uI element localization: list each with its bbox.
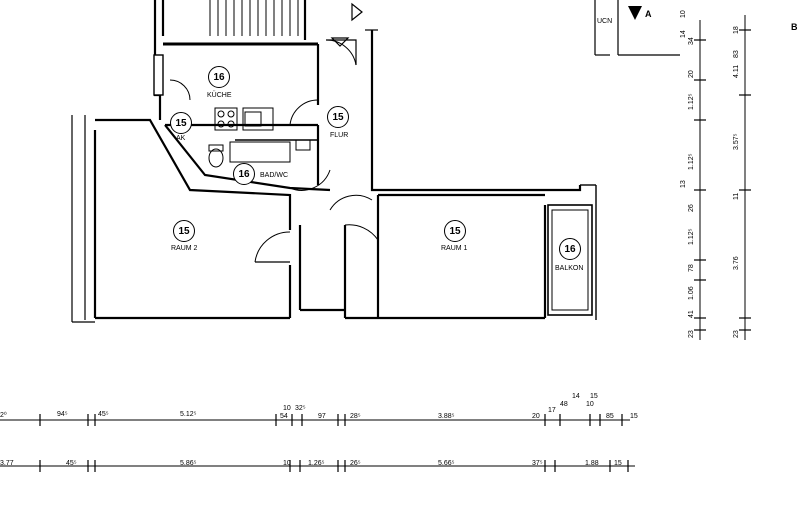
dim-r2-1: 45⁵	[66, 460, 77, 467]
vdim2-3: 3.57⁵	[733, 133, 740, 150]
vdim1-12: 10	[680, 10, 687, 18]
vdim1-7: 1.12⁵	[688, 153, 695, 170]
dim-r1-17: 15	[630, 413, 638, 420]
dim-r1-1: 94⁵	[57, 411, 68, 418]
vdim1-4: 1.12⁵	[688, 228, 695, 245]
dim-r1-3: 5.12⁵	[180, 411, 197, 418]
dim-r1-5: 54	[280, 413, 288, 420]
dim-r1-9: 3.88⁵	[438, 413, 455, 420]
dim-r1-11: 17	[548, 407, 556, 414]
room-tag-balkon: 16	[559, 238, 581, 260]
room-tag-flur: 15	[327, 106, 349, 128]
vdim2-0: 23	[733, 330, 740, 338]
room-name-bad: BAD/WC	[260, 172, 288, 179]
dim-r1-13: 14	[572, 393, 580, 400]
section-label: A	[645, 9, 652, 19]
room-tag-raum2: 15	[173, 220, 195, 242]
room-name-ak: AK	[176, 135, 186, 142]
dim-r2-0: 3.77	[0, 460, 14, 467]
dim-r1-10: 20	[532, 413, 540, 420]
dim-r1-6: 32⁵	[295, 405, 306, 412]
room-tag-raum1: 15	[444, 220, 466, 242]
dim-r1-16: 85	[606, 413, 614, 420]
vdim1-3: 78	[688, 264, 695, 272]
section-cut-right: B	[791, 22, 798, 32]
dim-r1-12: 48	[560, 401, 568, 408]
room-name-balkon: BALKON	[555, 265, 584, 272]
vdim1-10: 34	[688, 37, 695, 45]
vdim2-6: 18	[733, 26, 740, 34]
dim-r1-7: 97	[318, 413, 326, 420]
room-name-flur: FLUR	[330, 132, 349, 139]
dim-r1-4: 10	[283, 405, 291, 412]
dim-r2-4: 1.26⁵	[308, 460, 325, 467]
dim-r2-3: 10	[283, 460, 291, 467]
vdim2-2: 11	[733, 192, 740, 200]
dim-r2-8: 1.88	[585, 460, 599, 467]
room-name-kueche: KÜCHE	[207, 92, 232, 99]
vdim1-2: 1.06	[688, 286, 695, 300]
vdim1-9: 20	[688, 70, 695, 78]
room-name-raum1: RAUM 1	[441, 245, 468, 252]
dim-r1-0: 2⁰	[0, 412, 7, 419]
dim-r1-8: 28⁵	[350, 413, 361, 420]
vdim2-4: 83	[733, 50, 740, 58]
vdim1-11: 14	[680, 30, 687, 38]
vdim2-1: 3.76	[733, 256, 740, 270]
vdim2-5: 4.11	[733, 64, 740, 78]
room-tag-ak: 15	[170, 112, 192, 134]
room-tag-kueche: 16	[208, 66, 230, 88]
dim-r1-15: 10	[586, 401, 594, 408]
vdim1-6: 13	[680, 180, 687, 188]
section-label-top-left: UCN	[597, 18, 613, 25]
vdim1-0: 23	[688, 330, 695, 338]
vdim1-8: 1.12⁵	[688, 93, 695, 110]
vdim1-5: 26	[688, 204, 695, 212]
dim-r1-2: 45⁵	[98, 411, 109, 418]
dim-r2-5: 26⁵	[350, 460, 361, 467]
dim-r2-9: 15	[614, 460, 622, 467]
dim-r2-2: 5.86⁵	[180, 460, 197, 467]
room-tag-bad: 16	[233, 163, 255, 185]
dim-r2-7: 37⁵	[532, 460, 543, 467]
dim-r2-6: 5.66⁵	[438, 460, 455, 467]
room-name-raum2: RAUM 2	[171, 245, 198, 252]
vdim1-1: 41	[688, 310, 695, 318]
dim-r1-14: 15	[590, 393, 598, 400]
